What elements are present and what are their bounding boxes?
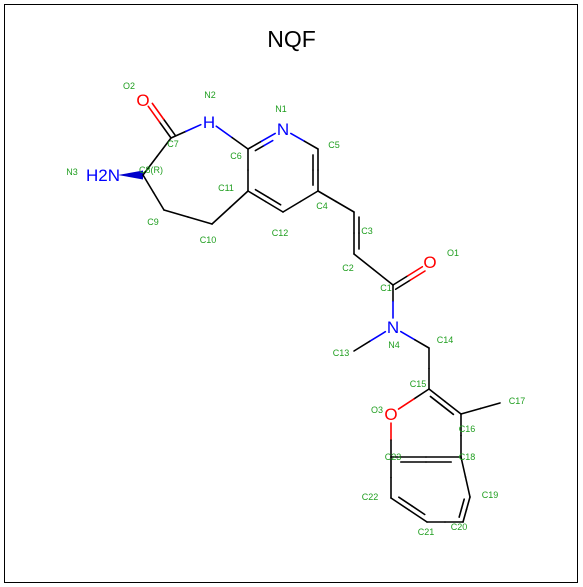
- bond-c8-c9: [142, 174, 165, 211]
- atom-symbol-n2: H: [203, 113, 215, 132]
- atom-label-o1: O1: [447, 248, 459, 258]
- atom-label-c12: C12: [272, 228, 289, 238]
- bond-c7-o2-inner: [151, 102, 176, 136]
- atom-label-o3: O3: [371, 405, 383, 415]
- atom-label-c16: C16: [459, 424, 476, 434]
- atom-label-c13: C13: [333, 348, 350, 358]
- bond-c12-c11-inner: [254, 188, 282, 206]
- atom-label-c5: C5: [328, 140, 340, 150]
- atom-label-c7: C7: [167, 139, 179, 149]
- figure-frame: [4, 4, 578, 583]
- atom-label-c17: C17: [509, 396, 526, 406]
- bond-c21-c22: [390, 497, 428, 523]
- atom-label-n2: N2: [204, 90, 216, 100]
- atom-label-c11: C11: [218, 183, 234, 193]
- bond-c15-c16-inner: [429, 395, 455, 416]
- atom-symbol-n4: N: [387, 318, 399, 337]
- bond-n2-c6: [215, 125, 249, 150]
- atom-label-c10: C10: [200, 235, 217, 245]
- atom-label-c4: C4: [316, 201, 328, 211]
- bond-c2-c1: [353, 253, 394, 286]
- bond-c1-o1: [392, 265, 424, 286]
- bond-c10-c11: [211, 190, 249, 225]
- atom-symbol-o1: O: [423, 253, 436, 272]
- atom-label-c23: C23: [385, 452, 402, 462]
- atom-label-c1: C1: [380, 283, 392, 293]
- bond-c4-c3: [317, 190, 355, 213]
- atom-label-c14: C14: [437, 335, 454, 345]
- atom-label-n3: N3: [66, 167, 78, 177]
- bond-c19-c20-inner: [458, 498, 466, 518]
- atom-label-c18: C18: [459, 452, 476, 462]
- atom-label-c2: C2: [342, 263, 354, 273]
- bond-c6-n1: [247, 132, 276, 150]
- atom-label-c9: C9: [147, 217, 159, 227]
- atom-symbol-o2: O: [136, 91, 149, 110]
- molecule-title: NQF: [267, 26, 316, 52]
- bond-c4-c12: [282, 190, 319, 213]
- bond-c18-c19: [460, 456, 471, 498]
- bond-c19-c20: [462, 496, 471, 523]
- bond-c1-o1-inner: [394, 270, 426, 291]
- atom-symbol-n1: N: [277, 120, 289, 139]
- bond-c16-c17: [460, 402, 501, 415]
- bond-n4-c13: [353, 330, 387, 352]
- bond-c9-c10: [163, 209, 213, 225]
- atom-label-c6: C6: [230, 151, 242, 161]
- bond-c15-o3: [397, 388, 430, 410]
- bond-c7-o2: [147, 105, 172, 139]
- atom-label-c22: C22: [362, 492, 379, 502]
- atom-label-c8: C8(R): [139, 165, 163, 175]
- bond-c6-n1-inner: [254, 139, 274, 152]
- atom-label-n1: N1: [275, 104, 287, 114]
- bond-c21-c22-inner: [398, 496, 426, 516]
- bond-c15-c16: [428, 388, 462, 415]
- atom-label-c3: C3: [361, 226, 373, 236]
- atom-label-c20: C20: [451, 522, 468, 532]
- bond-n1-c5: [290, 132, 319, 150]
- atom-label-c15: C15: [410, 379, 427, 389]
- atom-symbol-n3: H2N: [86, 166, 120, 185]
- atom-symbol-o3: O: [384, 405, 397, 424]
- bond-n4-c14: [399, 330, 430, 349]
- bond-c7-c8: [142, 137, 172, 176]
- bond-c7-n2: [170, 123, 202, 139]
- atom-label-c21: C21: [418, 527, 435, 537]
- atom-label-o2: O2: [123, 81, 135, 91]
- atom-label-n4: N4: [388, 340, 400, 350]
- bond-c8-n3: [118, 170, 143, 180]
- bond-c12-c11: [247, 190, 284, 213]
- atom-label-c19: C19: [482, 490, 499, 500]
